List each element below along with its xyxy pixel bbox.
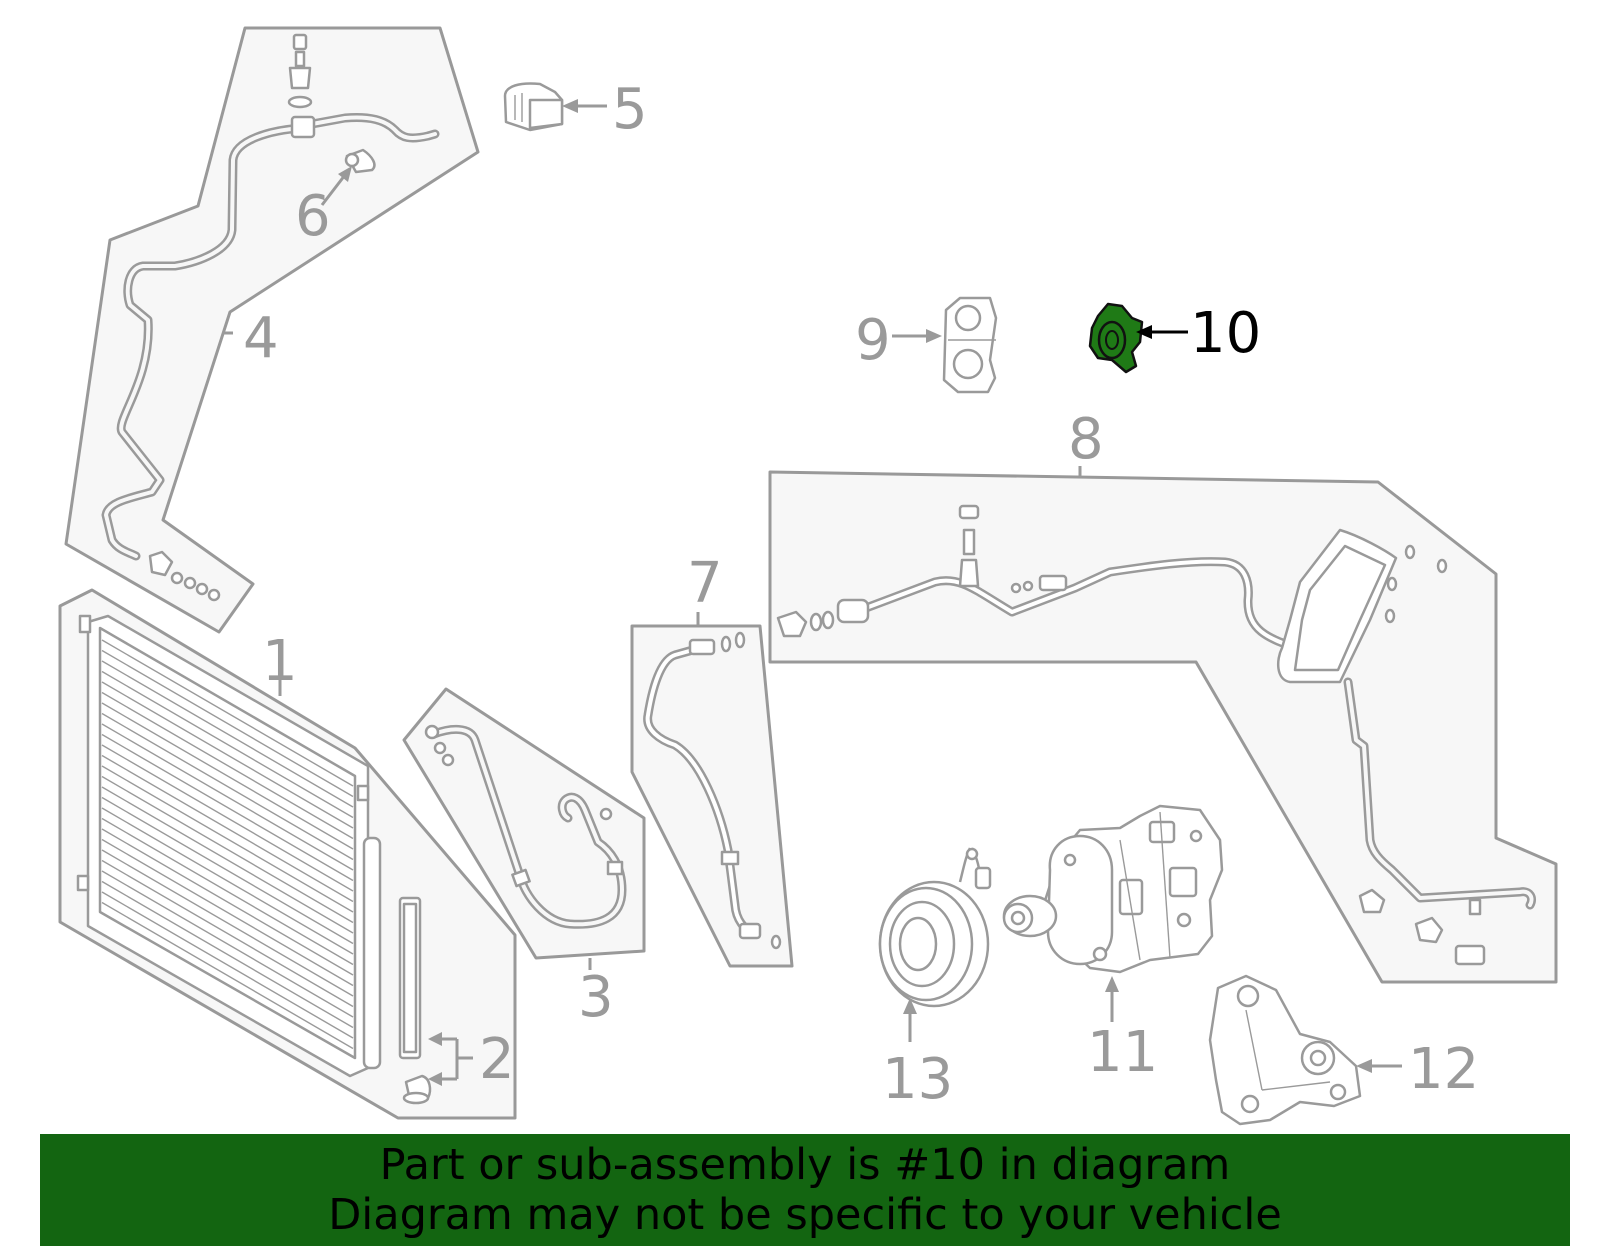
condenser-fins <box>101 639 354 1050</box>
part-7-hose[interactable] <box>630 624 794 968</box>
callout-9[interactable]: 9 <box>855 308 891 373</box>
part-11-compressor[interactable] <box>1002 804 1224 974</box>
part-4-line-assembly[interactable] <box>64 26 480 634</box>
part-5-connector[interactable] <box>503 82 564 132</box>
callout-8[interactable]: 8 <box>1068 407 1104 472</box>
part-12-bracket[interactable] <box>1208 974 1362 1126</box>
callout-12[interactable]: 12 <box>1408 1037 1479 1102</box>
part-10-highlighted[interactable] <box>1088 302 1144 374</box>
part-8-line-assembly[interactable] <box>768 470 1558 984</box>
leader-2 <box>428 1032 473 1086</box>
arrow-10 <box>1136 325 1152 339</box>
callout-7[interactable]: 7 <box>687 551 723 616</box>
callout-3[interactable]: 3 <box>578 965 614 1030</box>
part-13-clutch[interactable] <box>878 847 992 1008</box>
callout-13[interactable]: 13 <box>882 1047 953 1112</box>
callout-1[interactable]: 1 <box>262 629 298 694</box>
callout-10[interactable]: 10 <box>1190 301 1261 366</box>
callout-4[interactable]: 4 <box>243 306 279 371</box>
part-1-condenser[interactable] <box>58 588 517 1120</box>
part-3-hose[interactable] <box>402 687 646 960</box>
callout-11[interactable]: 11 <box>1087 1020 1158 1085</box>
arrow-6 <box>338 166 352 182</box>
arrow-11 <box>1105 976 1119 992</box>
callout-2[interactable]: 2 <box>479 1027 515 1092</box>
callout-6[interactable]: 6 <box>295 184 331 249</box>
banner-line-2: Diagram may not be specific to your vehi… <box>328 1190 1282 1240</box>
callout-5[interactable]: 5 <box>612 77 648 142</box>
leader-6 <box>320 174 347 206</box>
arrow-13 <box>903 998 917 1014</box>
arrow-9 <box>926 329 942 343</box>
banner-line-1: Part or sub-assembly is #10 in diagram <box>379 1140 1231 1190</box>
arrow-5 <box>562 99 578 113</box>
part-9-bracket[interactable] <box>942 296 998 394</box>
arrow-12 <box>1356 1059 1372 1073</box>
info-banner: Part or sub-assembly is #10 in diagram D… <box>40 1134 1570 1246</box>
